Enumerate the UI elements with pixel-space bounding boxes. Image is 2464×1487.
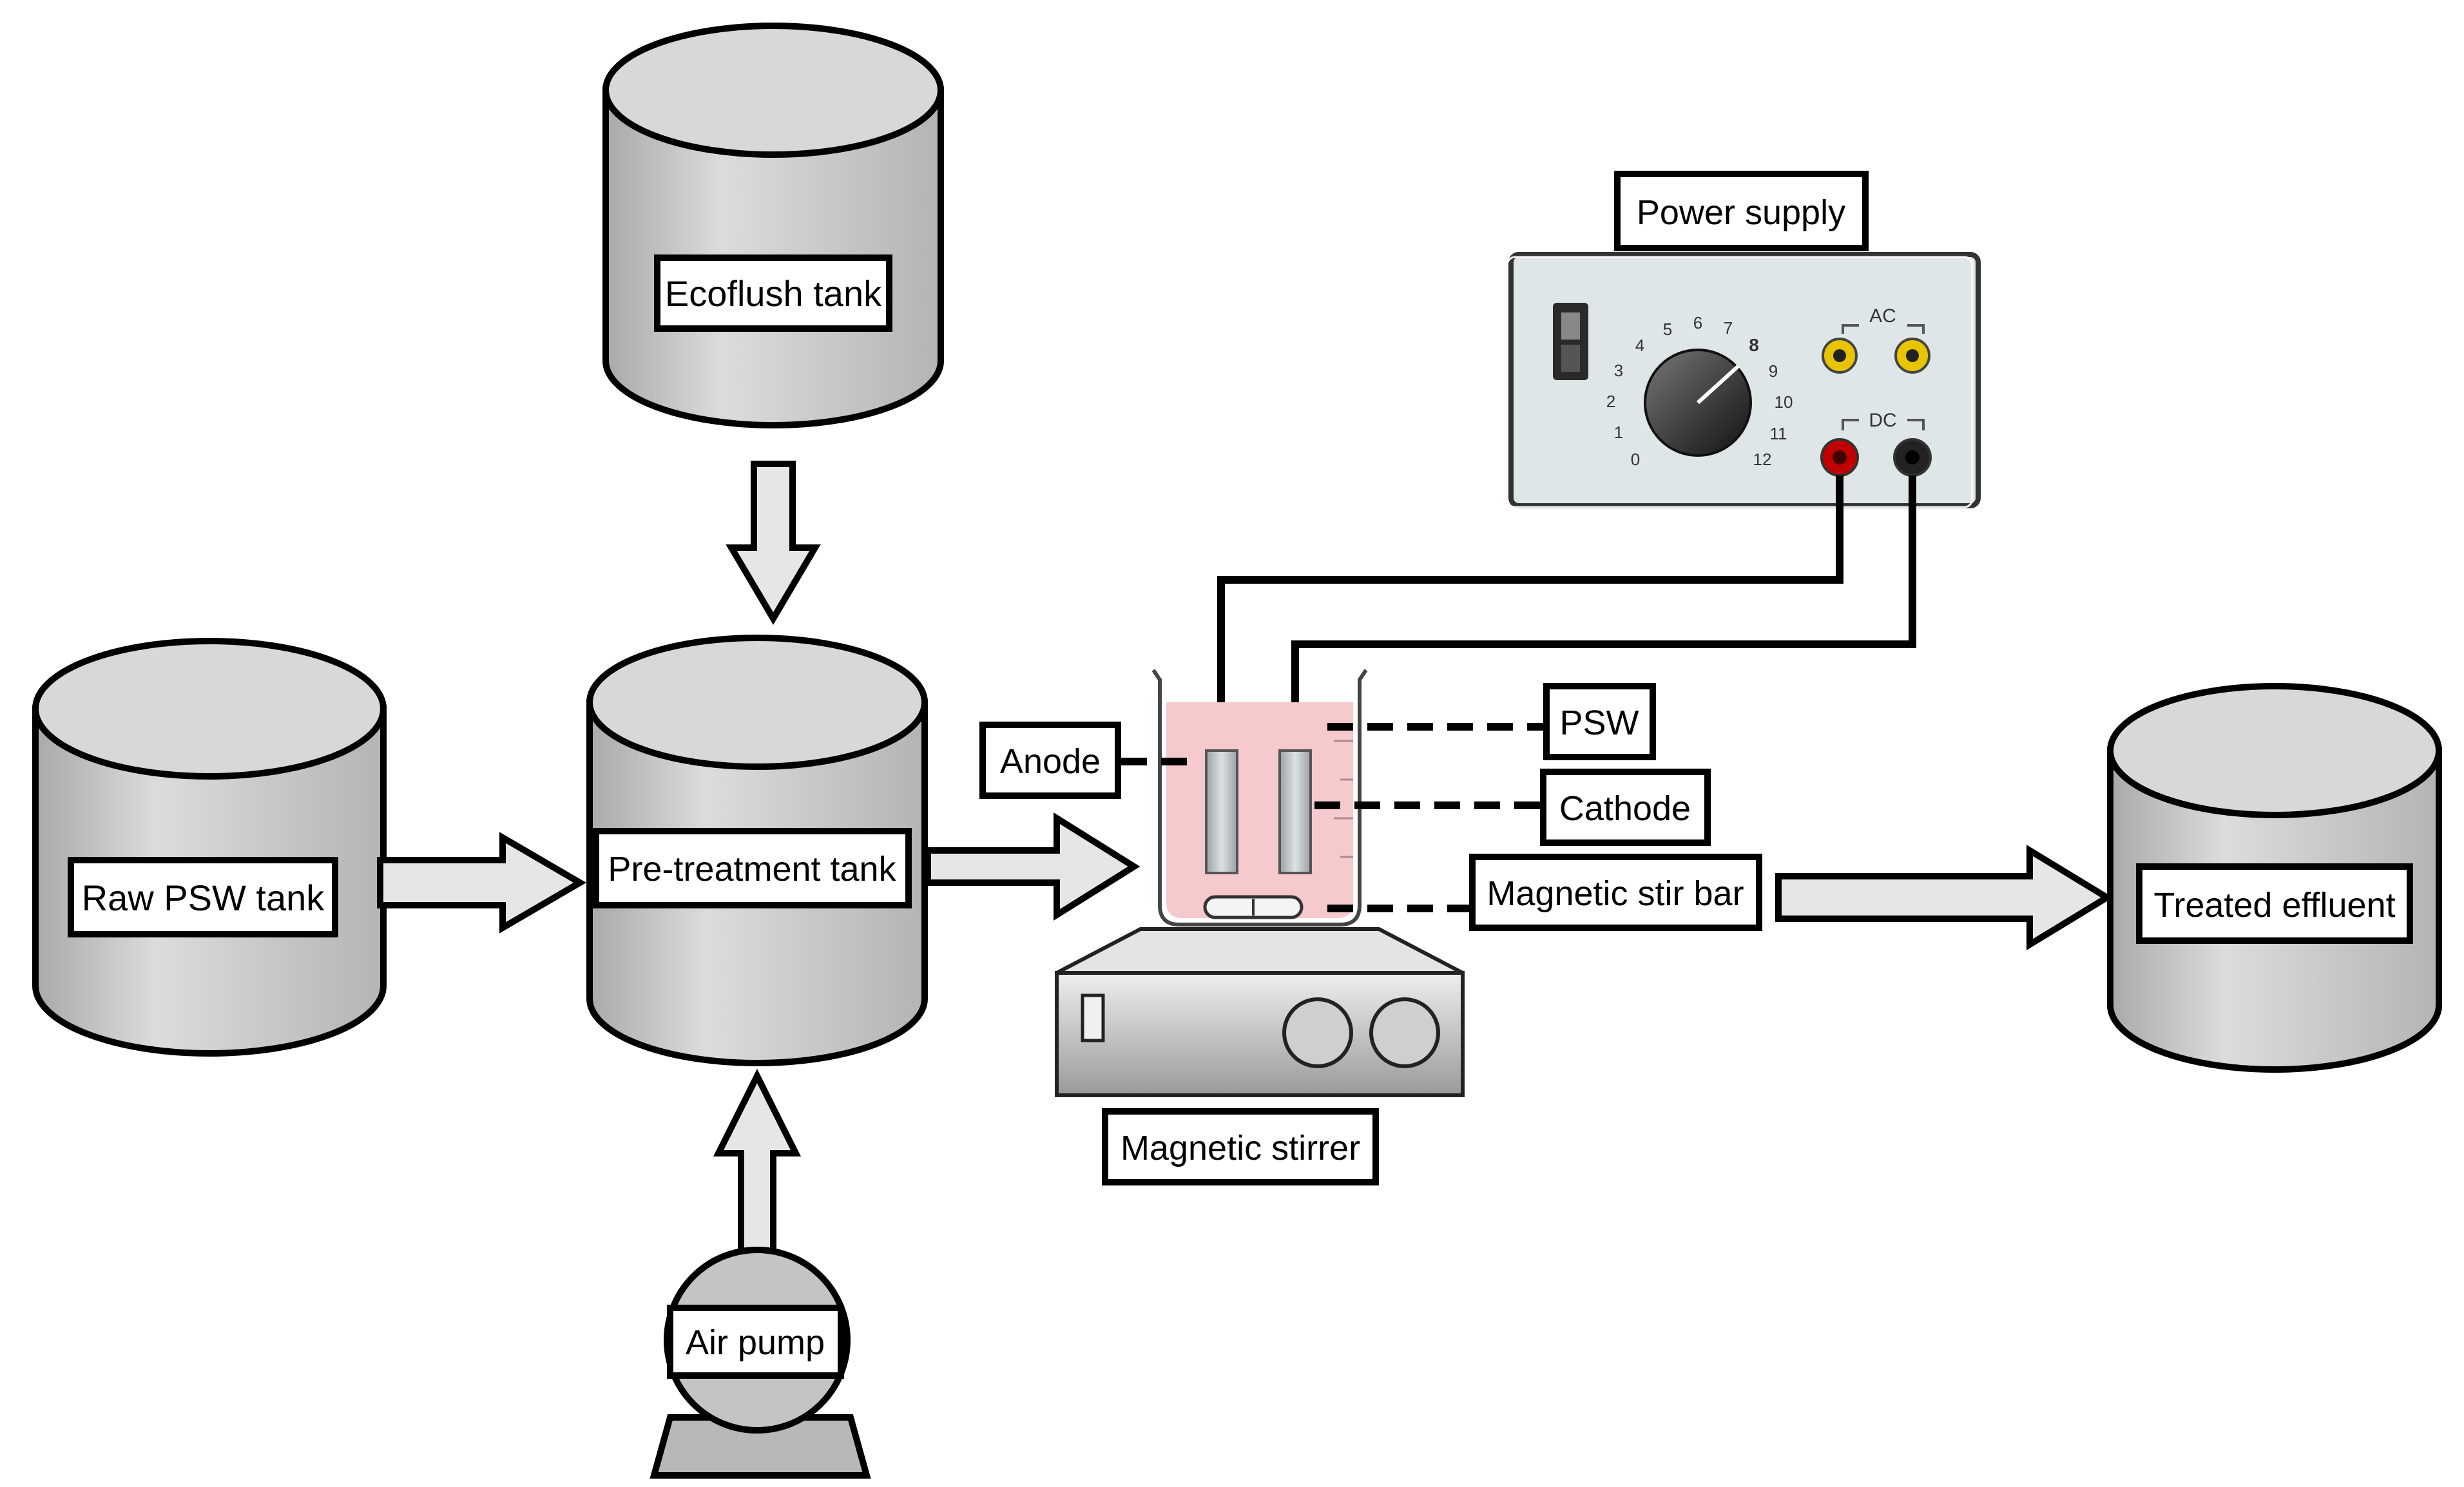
psw-label: PSW (1559, 704, 1639, 742)
arrow-raw-to-pretreatment (377, 832, 586, 934)
dial-number: 2 (1606, 392, 1615, 411)
anode-label-box (979, 722, 1121, 799)
treated-effluent-label-box (2136, 863, 2413, 944)
power-supply: Power supply 0 1 2 3 4 5 6 7 8 9 10 11 1… (1506, 171, 1981, 508)
psw-liquid (1166, 702, 1353, 918)
dial-number: 9 (1769, 361, 1778, 381)
cathode-label: Cathode (1559, 789, 1691, 828)
dial-number: 5 (1663, 320, 1672, 339)
anode-label: Anode (1000, 742, 1101, 781)
stirrer-heat-knob-icon[interactable] (1369, 997, 1440, 1068)
air-pump-label-box (667, 1305, 844, 1379)
cathode-label-box (1540, 769, 1711, 846)
power-supply-label: Power supply (1637, 193, 1845, 232)
ecoflush-tank-label: Ecoflush tank (665, 273, 882, 314)
stirrer-speed-knob-icon[interactable] (1282, 997, 1353, 1068)
magnetic-stir-bar-label: Magnetic stir bar (1487, 874, 1744, 913)
cathode-callout: Cathode (1314, 769, 1711, 846)
arrow-pretreatment-to-beaker (925, 812, 1141, 921)
dc-positive-terminal-icon[interactable] (1820, 438, 1859, 477)
dc-terminals: DC (1820, 410, 1932, 477)
ac-label: AC (1869, 305, 1896, 327)
power-supply-label-box (1614, 171, 1869, 251)
magnetic-stir-bar-icon (1203, 895, 1304, 919)
pretreatment-tank-label: Pre-treatment tank (608, 850, 896, 888)
arrow-airpump-to-pretreatment (713, 1068, 802, 1260)
beaker-glass (1151, 669, 1368, 926)
treated-effluent-label: Treated effluent (2153, 886, 2395, 925)
ac-jack-left-icon[interactable] (1822, 338, 1858, 374)
magnetic-stir-bar-callout: Magnetic stir bar (1327, 854, 1762, 931)
air-pump: Air pump (650, 1247, 871, 1479)
voltage-knob-icon[interactable] (1644, 349, 1752, 457)
dial-number: 3 (1614, 361, 1623, 380)
dial-number: 6 (1693, 313, 1702, 332)
magnetic-stir-bar-label-box (1469, 854, 1762, 931)
pretreatment-tank-label-box (593, 828, 912, 908)
dial-number: 7 (1724, 318, 1733, 338)
magnetic-stirrer: Magnetic stirrer (1055, 927, 1465, 1185)
magnetic-stirrer-label: Magnetic stirrer (1121, 1129, 1360, 1167)
arrow-ecoflush-to-pretreatment (726, 461, 821, 625)
arrow-to-treated-effluent (1775, 845, 2113, 950)
dial-number: 0 (1631, 450, 1640, 469)
raw-psw-tank-label-box (68, 857, 338, 937)
air-pump-label: Air pump (686, 1323, 825, 1362)
pretreatment-tank: Pre-treatment tank (586, 635, 928, 1066)
electrochemical-beaker (1151, 669, 1368, 926)
dial-number: 10 (1775, 392, 1793, 412)
psw-callout: PSW (1327, 683, 1656, 760)
psw-label-box (1543, 683, 1656, 760)
cathode-electrode (1278, 749, 1312, 874)
dc-label: DC (1869, 410, 1896, 431)
ac-jack-right-icon[interactable] (1894, 338, 1930, 374)
dial-number: 8 (1749, 335, 1759, 355)
dc-negative-terminal-icon[interactable] (1893, 438, 1932, 477)
raw-psw-tank-label: Raw PSW tank (82, 878, 325, 918)
dial-number: 11 (1770, 424, 1787, 443)
ecoflush-tank-label-box (654, 254, 892, 332)
ecoflush-tank: Ecoflush tank (602, 23, 944, 428)
dial-number: 1 (1614, 423, 1623, 442)
stirrer-top-plate (1055, 927, 1464, 975)
dial-number: 12 (1753, 450, 1772, 469)
anode-electrode (1205, 749, 1238, 874)
dial-scale: 0 1 2 3 4 5 6 7 8 9 10 11 12 (1606, 313, 1793, 469)
anode-wire (1217, 475, 1843, 760)
magnetic-stirrer-label-box (1102, 1108, 1379, 1185)
beaker-graduations (1334, 740, 1353, 858)
treated-effluent-tank: Treated effluent (2107, 683, 2442, 1073)
ac-terminals: AC (1822, 305, 1930, 374)
power-switch-icon[interactable] (1553, 303, 1588, 380)
dial-number: 4 (1635, 336, 1644, 355)
raw-psw-tank: Raw PSW tank (32, 638, 387, 1057)
stirrer-switch-icon[interactable] (1081, 993, 1105, 1042)
anode-callout: Anode (979, 722, 1198, 799)
